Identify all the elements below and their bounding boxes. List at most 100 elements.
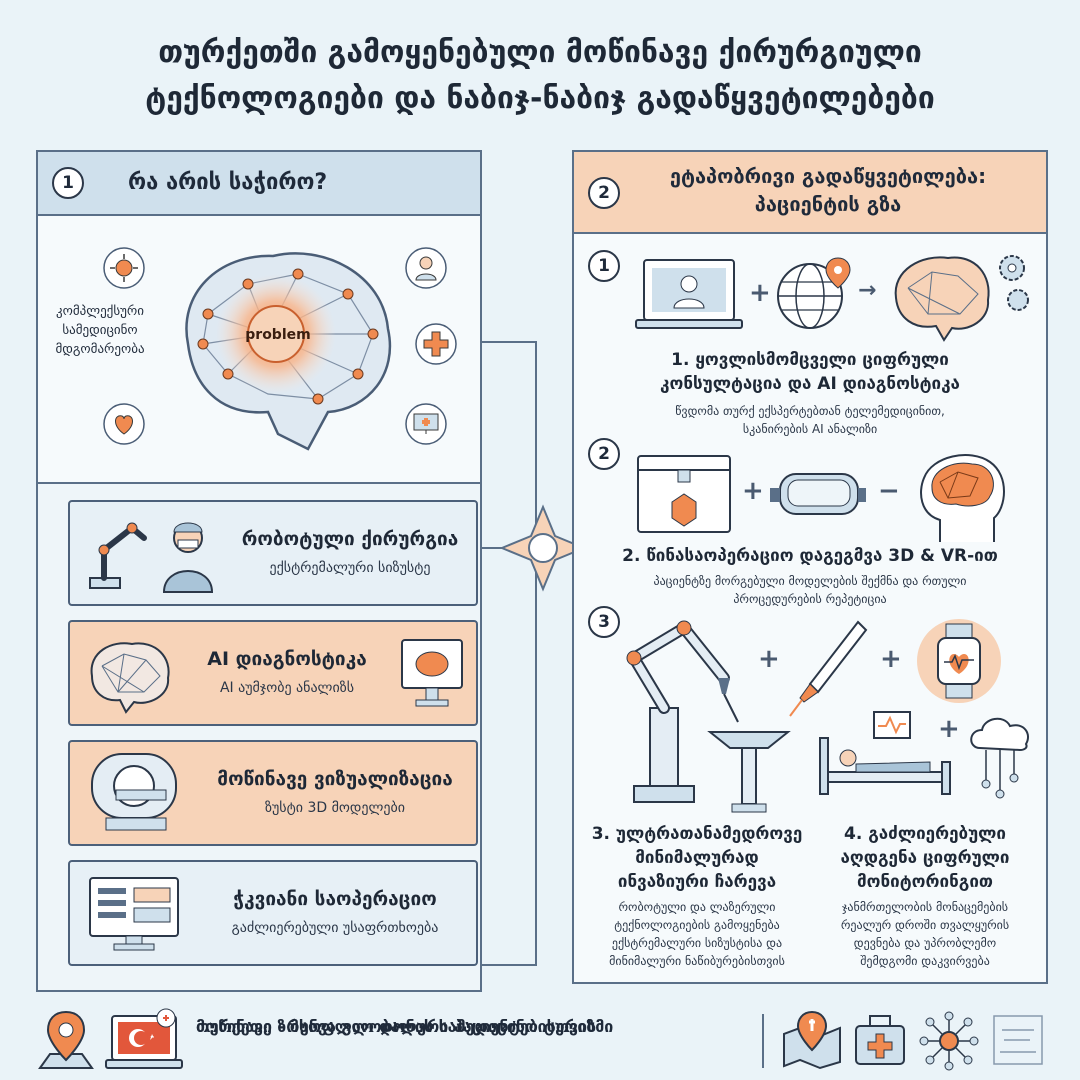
arrow-1: →	[858, 278, 877, 303]
monitor-brain-icon	[401, 639, 463, 707]
step-3-desc-line-2: ტექნოლოგიების გამოყენება	[614, 918, 780, 932]
step-4-desc-line-1: ჯანმრთელობის მონაცემების	[841, 900, 1009, 914]
medical-cross-icon	[415, 323, 457, 365]
surgical-robot-icon	[626, 620, 739, 803]
step-3-desc-line-1: რობოტული და ლაზერული	[618, 900, 776, 914]
step-2-title-line-1: 2. წინასაოპერაციო დაგეგმვა 3D & VR-ით	[622, 546, 998, 566]
doctor-icon	[405, 247, 447, 289]
step-3-desc-line-4: მინიმალური ნაწიბურებისთვის	[609, 954, 785, 968]
right-panel-number: 2	[588, 177, 620, 209]
step-1-number: 1	[588, 250, 620, 282]
problem-area: კომპლექსური სამედიცინო მდგომარეობა	[38, 216, 480, 484]
laptop-video-icon	[635, 259, 743, 329]
card-ai-diagnostics-subtitle: AI აუმჯობე ანალიზს	[219, 680, 355, 696]
map-medical-pin-icon	[783, 1010, 841, 1070]
hospital-bed-icon	[819, 711, 951, 795]
right-panel: 2 ეტაპობრივი გადაწყვეტილება: პაციენტის გ…	[572, 150, 1048, 984]
head-brain-icon	[920, 454, 1005, 542]
title-line-1: თურქეთში გამოყენებული მოწინავე ქირურგიულ…	[158, 35, 922, 70]
right-panel-heading: ეტაპობრივი გადაწყვეტილება: პაციენტის გზა	[628, 162, 1028, 218]
step-2-desc-line-2: პროცედურების რეპეტიცია	[733, 592, 887, 606]
plus-3: +	[758, 644, 780, 674]
left-panel-header: 1 რა არის საჭირო?	[38, 152, 480, 216]
robot-arm-icon	[89, 522, 147, 589]
minus-2: −	[878, 476, 900, 506]
step-1-desc-line-2: სკანირების AI ანალიზი	[742, 422, 878, 436]
plus-1: +	[749, 278, 771, 308]
footer-divider	[762, 1014, 764, 1068]
step-4-title-line-2: აღდგენა ციფრული	[840, 848, 1010, 868]
step-3-desc: რობოტული და ლაზერული ტექნოლოგიების გამოყ…	[584, 898, 810, 970]
3d-printer-icon	[637, 455, 731, 533]
connector-hub	[499, 504, 587, 592]
brain-network-icon	[185, 252, 392, 451]
right-panel-header: 2 ეტაპობრივი გადაწყვეტილება: პაციენტის გ…	[574, 152, 1046, 234]
step-4-desc-line-3: დევნება და უპრობლემო	[853, 936, 997, 950]
plus-5: +	[938, 714, 960, 744]
step-3-title: 3. ულტრათანამედროვე მინიმალურად ინვაზიურ…	[584, 822, 810, 894]
step-2-desc-line-1: პაციენტზე მორგებული მოდელების შექმნა და …	[653, 574, 967, 588]
card-advanced-imaging: მოწინავე ვიზუალიზაცია ზუსტი 3D მოდელები	[68, 740, 478, 846]
card-ai-diagnostics: AI დიაგნოსტიკა AI აუმჯობე ანალიზს	[68, 620, 478, 726]
card-ai-diagnostics-title: AI დიაგნოსტიკა	[207, 648, 367, 670]
step-1-desc-line-1: წვდომა თურქ ექსპერტებთან ტელემედიცინით,	[675, 404, 945, 418]
smartwatch-heart-icon	[917, 619, 1001, 703]
laser-scalpel-icon	[789, 620, 868, 717]
plus-4: +	[880, 644, 902, 674]
card-smart-or-subtitle: გაძლიერებული უსაფრთხოება	[231, 920, 439, 936]
step-1-title: 1. ყოვლისმომცველი ციფრული კონსულტაცია და…	[584, 348, 1036, 396]
step-4-title-line-3: მონიტორინგით	[857, 872, 993, 892]
step-2-title: 2. წინასაოპერაციო დაგეგმვა 3D & VR-ით	[584, 544, 1036, 568]
card-smart-or: ჭკვიანი საოპერაციო გაძლიერებული უსაფრთხო…	[68, 860, 478, 966]
right-heading-line-2: პაციენტის გზა	[754, 192, 902, 216]
operating-table-icon	[707, 731, 791, 813]
mri-scanner-icon	[91, 753, 177, 831]
dashboard-screen-icon	[89, 877, 179, 951]
laptop-turkey-flag-icon	[105, 1008, 183, 1069]
vr-headset-icon	[770, 473, 866, 515]
step-2-number: 2	[588, 438, 620, 470]
right-heading-line-1: ეტაპობრივი გადაწყვეტილება:	[669, 164, 987, 188]
footer-line-2: მოწინავე ზრუნვა გლობალური პაციენტებისთვი…	[196, 1017, 597, 1036]
step-3-title-line-2: მინიმალურად	[635, 848, 759, 868]
step-1-title-line-2: კონსულტაცია და AI დიაგნოსტიკა	[660, 374, 960, 394]
step-4-desc-line-2: რეალურ დროში თვალყურის	[840, 918, 1010, 932]
step-1-title-line-1: 1. ყოვლისმომცველი ციფრული	[671, 350, 949, 370]
surgeon-icon	[162, 522, 214, 593]
corner-watermark-icon	[993, 1015, 1043, 1065]
globe-pin-icon	[777, 257, 851, 329]
step-4-title: 4. გაძლიერებული აღდგენა ციფრული მონიტორი…	[812, 822, 1038, 894]
card-robotic-surgery-subtitle: ექსტრემალური სიზუსტე	[269, 560, 431, 576]
card-advanced-imaging-subtitle: ზუსტი 3D მოდელები	[264, 800, 405, 816]
footer-line-1: თურქეთი - მსოფლიო დონის სამედიცინო ტურიზ…	[196, 1017, 614, 1036]
step-3-desc-line-3: ექსტრემალური სიზუსტისა და	[611, 936, 783, 950]
step-4-title-line-1: 4. გაძლიერებული	[843, 824, 1007, 844]
brain-gears-icon	[894, 255, 1029, 342]
card-smart-or-title: ჭკვიანი საოპერაციო	[233, 888, 437, 910]
step-1-desc: წვდომა თურქ ექსპერტებთან ტელემედიცინით, …	[584, 402, 1036, 438]
step-3-title-line-1: 3. ულტრათანამედროვე	[591, 824, 803, 844]
step-4-desc: ჯანმრთელობის მონაცემების რეალურ დროში თვ…	[812, 898, 1038, 970]
step-4-desc-line-4: შემდგომი დაკვირვება	[860, 954, 990, 968]
problem-label: problem	[245, 327, 311, 343]
brain-mesh-icon	[90, 642, 170, 714]
step-3-title-line-3: ინვაზიური ჩარევა	[617, 872, 777, 892]
card-robotic-surgery-title: რობოტული ქირურგია	[241, 528, 459, 550]
left-panel: 1 რა არის საჭირო? კომპლექსური სამედიცინო…	[36, 150, 482, 992]
title-line-2: ტექნოლოგიები და ნაბიჯ-ნაბიჯ გადაწყვეტილე…	[145, 81, 935, 116]
virus-icon	[103, 247, 145, 289]
heart-organ-icon	[103, 403, 145, 445]
location-pin-icon	[38, 1010, 94, 1069]
step-2-desc: პაციენტზე მორგებული მოდელების შექმნა და …	[584, 572, 1036, 608]
card-advanced-imaging-title: მოწინავე ვიზუალიზაცია	[217, 768, 453, 790]
left-panel-heading: რა არის საჭირო?	[128, 170, 328, 195]
page-title: თურქეთში გამოყენებული მოწინავე ქირურგიულ…	[0, 30, 1080, 122]
step-3-number: 3	[588, 606, 620, 638]
first-aid-kit-icon	[855, 1015, 905, 1065]
monitor-cross-icon	[405, 403, 447, 445]
card-robotic-surgery: რობოტული ქირურგია ექსტრემალური სიზუსტე	[68, 500, 478, 606]
network-hub-icon	[919, 1011, 979, 1071]
complex-condition-label: კომპლექსური სამედიცინო მდგომარეობა	[55, 304, 145, 357]
plus-2: +	[742, 476, 764, 506]
cloud-network-icon	[970, 717, 1029, 799]
